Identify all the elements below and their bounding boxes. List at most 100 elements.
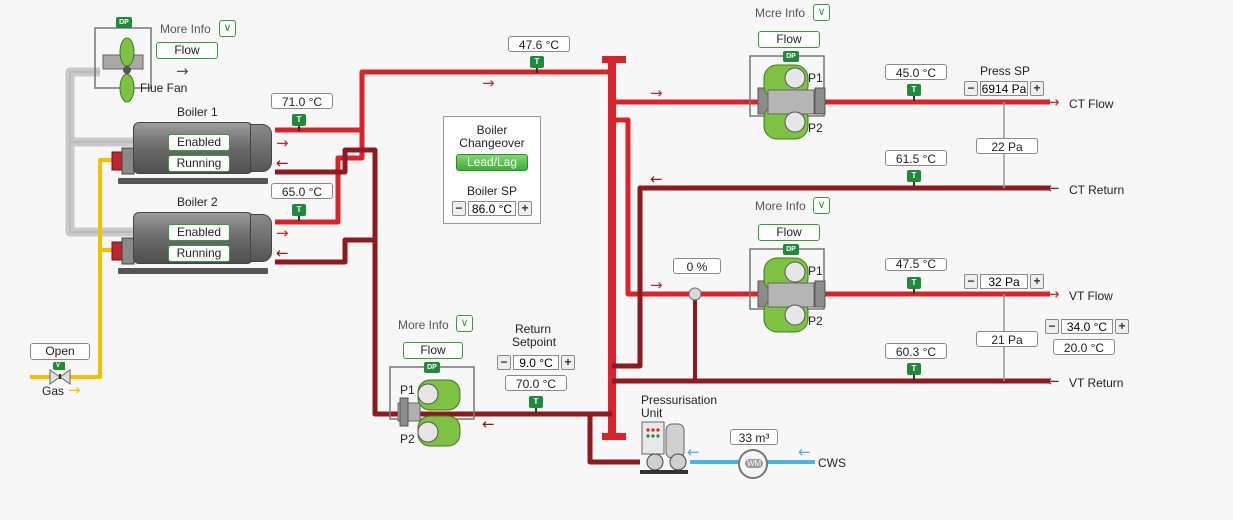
- ct-flow-button[interactable]: Flow: [758, 31, 820, 48]
- vt-return-in-arrow-icon: ←: [1047, 372, 1060, 390]
- vt-press-sp-value[interactable]: 32 Pa: [980, 274, 1028, 289]
- vt-more-info-chevron-down-icon[interactable]: ∨: [813, 197, 830, 214]
- ct-return-pipe: [612, 185, 1050, 369]
- vt-flow-arrow-icon: →: [650, 276, 663, 294]
- boiler-changeover-panel: Boiler Changeover Lead/Lag Boiler SP − 8…: [443, 116, 541, 224]
- boiler-sp-minus-button[interactable]: −: [452, 201, 466, 216]
- vt-pump-p1-label: P1: [808, 264, 823, 278]
- flue-fan-label: Flue Fan: [140, 81, 188, 95]
- return-pump-p1-label: P1: [400, 383, 415, 397]
- return-sp-plus-button[interactable]: +: [561, 355, 575, 370]
- vt-dp-badge: DP: [783, 244, 799, 255]
- ct-dp-readout: 22 Pa: [976, 138, 1038, 154]
- header-temperature-sensor-icon: T: [530, 56, 544, 73]
- vt-temp-sp-minus-button[interactable]: −: [1045, 319, 1059, 334]
- return-sp-stepper: − 9.0 °C +: [497, 354, 575, 371]
- boiler2-running-status: Running: [168, 245, 230, 262]
- ct-press-sp-value[interactable]: 6914 Pa: [980, 81, 1028, 96]
- cws-in-arrow-icon: ←: [798, 443, 811, 461]
- ct-flow-out-arrow-icon: →: [1047, 93, 1060, 111]
- vt-pump-p2-label: P2: [808, 314, 823, 328]
- flue-flow-button[interactable]: Flow: [156, 42, 218, 59]
- boiler1-end: [250, 124, 272, 172]
- vt-temp-sp-value[interactable]: 34.0 °C: [1061, 319, 1113, 334]
- vt-flow-label: VT Flow: [1069, 289, 1113, 303]
- ct-return-in-arrow-icon: ←: [1047, 179, 1060, 197]
- ct-more-info-chevron-down-icon[interactable]: ∨: [813, 4, 830, 21]
- boiler2-temp-readout: 65.0 °C: [271, 183, 333, 199]
- fan-icon: [102, 37, 144, 103]
- boiler1-return-arrow-icon: ←: [276, 154, 289, 172]
- boiler1-running-status: Running: [168, 155, 230, 172]
- vt-temp-sp-stepper: − 34.0 °C +: [1045, 318, 1129, 335]
- pressurisation-title-2: Unit: [641, 406, 663, 420]
- ct-press-sp-minus-button[interactable]: −: [964, 81, 978, 96]
- return-sp-value[interactable]: 9.0 °C: [513, 355, 559, 370]
- boiler2-base: [118, 268, 268, 274]
- header-cap-bottom: [602, 433, 626, 440]
- vt-press-sp-stepper: − 32 Pa +: [964, 273, 1044, 290]
- boiler-sp-value[interactable]: 86.0 °C: [468, 201, 516, 216]
- vt-press-sp-minus-button[interactable]: −: [964, 274, 978, 289]
- flue-duct: [65, 67, 135, 237]
- return-more-info-chevron-down-icon[interactable]: ∨: [456, 315, 473, 332]
- vt-temp-sp-plus-button[interactable]: +: [1115, 319, 1129, 334]
- ct-press-sp-plus-button[interactable]: +: [1030, 81, 1044, 96]
- boiler1-temperature-sensor-icon: T: [292, 114, 306, 131]
- boiler1-title: Boiler 1: [177, 105, 218, 119]
- pressurisation-title-1: Pressurisation: [641, 393, 718, 407]
- return-arrow-icon: ←: [482, 415, 495, 433]
- boiler-sp-label: Boiler SP: [466, 184, 518, 198]
- vt-flow-temp-readout: 47.5 °C: [885, 258, 947, 271]
- gas-valve-badge: V: [53, 362, 63, 379]
- vt-flow-button[interactable]: Flow: [758, 224, 820, 241]
- vt-pump-icon: [757, 257, 826, 333]
- return-dp-badge: DP: [424, 362, 440, 373]
- boiler-sp-plus-button[interactable]: +: [518, 201, 532, 216]
- changeover-title-2: Changeover: [459, 136, 525, 150]
- ct-return-temp-readout: 61.5 °C: [885, 150, 947, 166]
- vt-flow-temperature-sensor-icon: T: [907, 277, 921, 294]
- vt-flow-out-arrow-icon: →: [1047, 285, 1060, 303]
- water-meter-volume-readout: 33 m³: [730, 429, 778, 445]
- ct-press-sp-stepper: − 6914 Pa +: [964, 80, 1044, 97]
- burner-icon: [111, 147, 135, 265]
- return-temp-readout: 70.0 °C: [505, 375, 567, 391]
- ct-return-temperature-sensor-icon: T: [907, 170, 921, 187]
- pressurisation-unit-icon: [640, 421, 688, 474]
- lead-lag-button[interactable]: Lead/Lag: [456, 154, 528, 171]
- boiler1-base: [118, 178, 268, 184]
- boiler2-return-pipe: [275, 237, 375, 265]
- flue-more-info-chevron-down-icon[interactable]: ∨: [219, 20, 236, 37]
- return-sp-minus-button[interactable]: −: [497, 355, 511, 370]
- boiler-sp-stepper: − 86.0 °C +: [452, 200, 532, 217]
- vt-dp-readout: 21 Pa: [976, 331, 1038, 347]
- cws-label: CWS: [818, 456, 846, 470]
- boiler2-enabled-status[interactable]: Enabled: [168, 224, 230, 241]
- boiler1-enabled-status[interactable]: Enabled: [168, 134, 230, 151]
- vt-flow-pipe: [612, 117, 1050, 297]
- ct-return-label: CT Return: [1069, 183, 1125, 197]
- return-setpoint-title-1: Return: [515, 322, 552, 336]
- water-meter-label: WM: [745, 459, 764, 468]
- return-temperature-sensor-icon: T: [529, 396, 543, 413]
- ct-pump-icon: [757, 64, 826, 140]
- ct-pump-p1-label: P1: [808, 71, 823, 85]
- header-flow-arrow-icon: →: [482, 74, 495, 92]
- cws-arrow-icon: ←: [687, 443, 700, 461]
- ct-flow-arrow-icon: →: [650, 84, 663, 102]
- vt-return-temperature-sensor-icon: T: [907, 363, 921, 380]
- boiler2-temperature-sensor-icon: T: [292, 204, 306, 221]
- ct-pump-p2-label: P2: [808, 121, 823, 135]
- flue-more-info-label: More Info: [160, 22, 211, 36]
- return-pump-icon: [397, 379, 461, 447]
- boiler1-flow-arrow-icon: →: [276, 134, 289, 152]
- vt-press-sp-plus-button[interactable]: +: [1030, 274, 1044, 289]
- return-flow-button[interactable]: Flow: [403, 342, 463, 359]
- header-cap-top: [602, 56, 626, 63]
- changeover-title-1: Boiler: [476, 123, 508, 137]
- gas-valve-status[interactable]: Open: [30, 343, 90, 360]
- return-pump-p2-label: P2: [400, 432, 415, 446]
- flue-dp-badge: DP: [116, 17, 132, 28]
